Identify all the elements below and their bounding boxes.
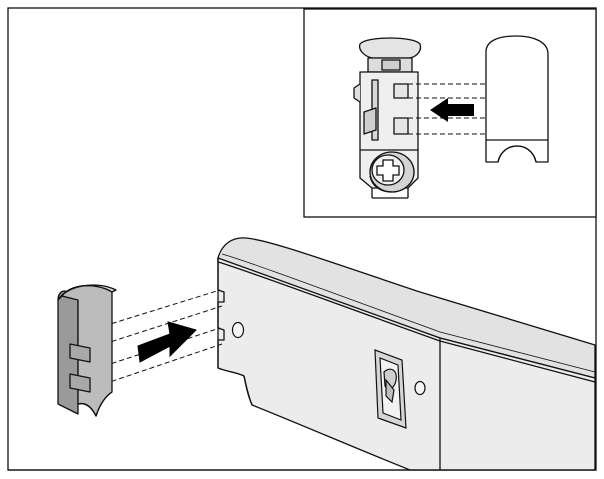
guide-lines-inset	[408, 83, 486, 135]
insert-arrow-icon	[137, 321, 197, 363]
fastener-slot-icon	[374, 349, 407, 429]
profile-rail-icon	[217, 237, 596, 471]
end-cap-icon	[485, 35, 549, 163]
end-cap-icon	[57, 284, 117, 417]
mounting-hole-icon	[231, 321, 426, 396]
guide-lines-main	[103, 289, 223, 385]
screw-icon	[369, 151, 415, 193]
inset-view	[303, 8, 597, 218]
main-view	[57, 237, 596, 471]
insert-arrow-icon	[430, 98, 474, 122]
